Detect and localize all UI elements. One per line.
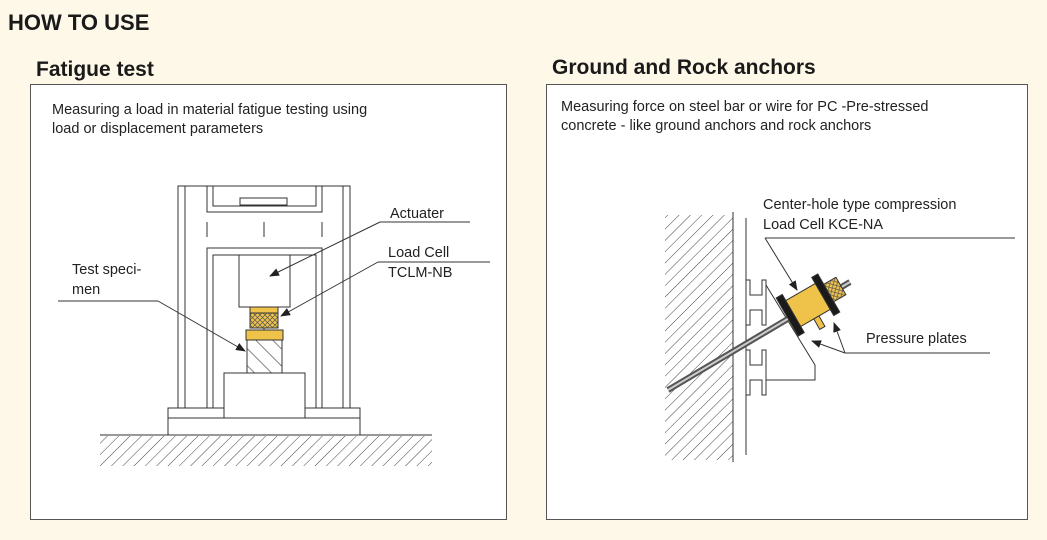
desc-line: Measuring force on steel bar or wire for… — [561, 99, 929, 115]
desc-line: load or displacement parameters — [52, 121, 264, 137]
fatigue-machine-drawing — [58, 185, 490, 466]
page-title: HOW TO USE — [8, 10, 150, 35]
fatigue-description: Measuring a load in material fatigue tes… — [52, 101, 367, 139]
label-load-cell-kce: Load Cell KCE-NA — [763, 217, 884, 233]
label-load-cell-model: TCLM-NB — [388, 265, 453, 281]
section-heading-anchors: Ground and Rock anchors — [552, 56, 816, 79]
desc-line: Measuring a load in material fatigue tes… — [52, 102, 368, 118]
anchor-drawing — [665, 212, 1015, 462]
section-heading-fatigue: Fatigue test — [36, 58, 154, 81]
label-center-hole: Center-hole type compression — [763, 197, 957, 213]
anchors-description: Measuring force on steel bar or wire for… — [561, 98, 928, 136]
desc-line: concrete - like ground anchors and rock … — [561, 118, 872, 134]
label-specimen: Test speci- — [72, 262, 142, 278]
label-load-cell: Load Cell — [388, 245, 450, 261]
label-actuator: Actuater — [390, 206, 444, 222]
label-pressure-plates: Pressure plates — [866, 331, 967, 347]
label-specimen-2: men — [72, 282, 101, 298]
